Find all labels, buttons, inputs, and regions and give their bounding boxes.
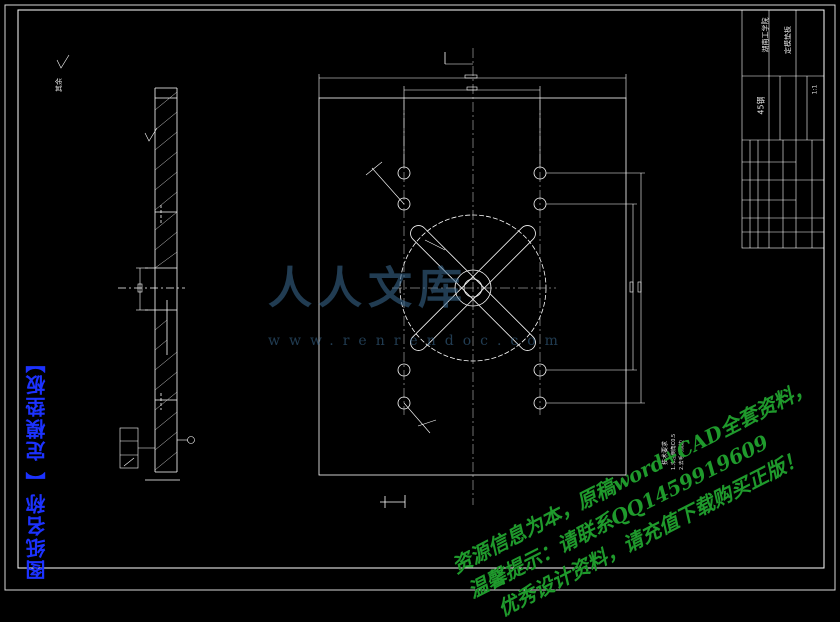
section-hatching	[154, 91, 178, 471]
section-cut-markers	[380, 52, 446, 508]
cross-slot	[410, 225, 536, 351]
title-block	[741, 9, 825, 249]
title-scale: 1:1	[811, 84, 819, 95]
cad-drawing-canvas	[4, 4, 836, 591]
drawing-title: 图纸名称【 定模垫板】	[25, 351, 49, 580]
hole-callouts	[365, 161, 446, 434]
title-part-name: 定模垫板	[784, 26, 792, 54]
surface-roughness-note: 其余	[55, 78, 63, 92]
flatness-tolerance-frame	[119, 427, 155, 469]
roughness-symbol-section	[56, 54, 158, 142]
width-dimensions	[318, 63, 627, 167]
title-school: 湖南工学院	[761, 17, 770, 53]
thickness-dimension	[136, 267, 148, 311]
datum-marker	[177, 436, 195, 444]
section-view	[118, 87, 185, 481]
watermark-url: www.renrendoc.com	[268, 333, 567, 349]
title-material: 45钢	[756, 96, 766, 115]
plate-outline	[318, 97, 627, 476]
cross-slot	[410, 225, 536, 351]
center-lines	[392, 48, 556, 505]
watermark-logo: 人人文库	[268, 263, 468, 314]
inner-border	[17, 9, 825, 569]
height-dimensions	[546, 172, 645, 404]
outer-border	[4, 4, 836, 591]
